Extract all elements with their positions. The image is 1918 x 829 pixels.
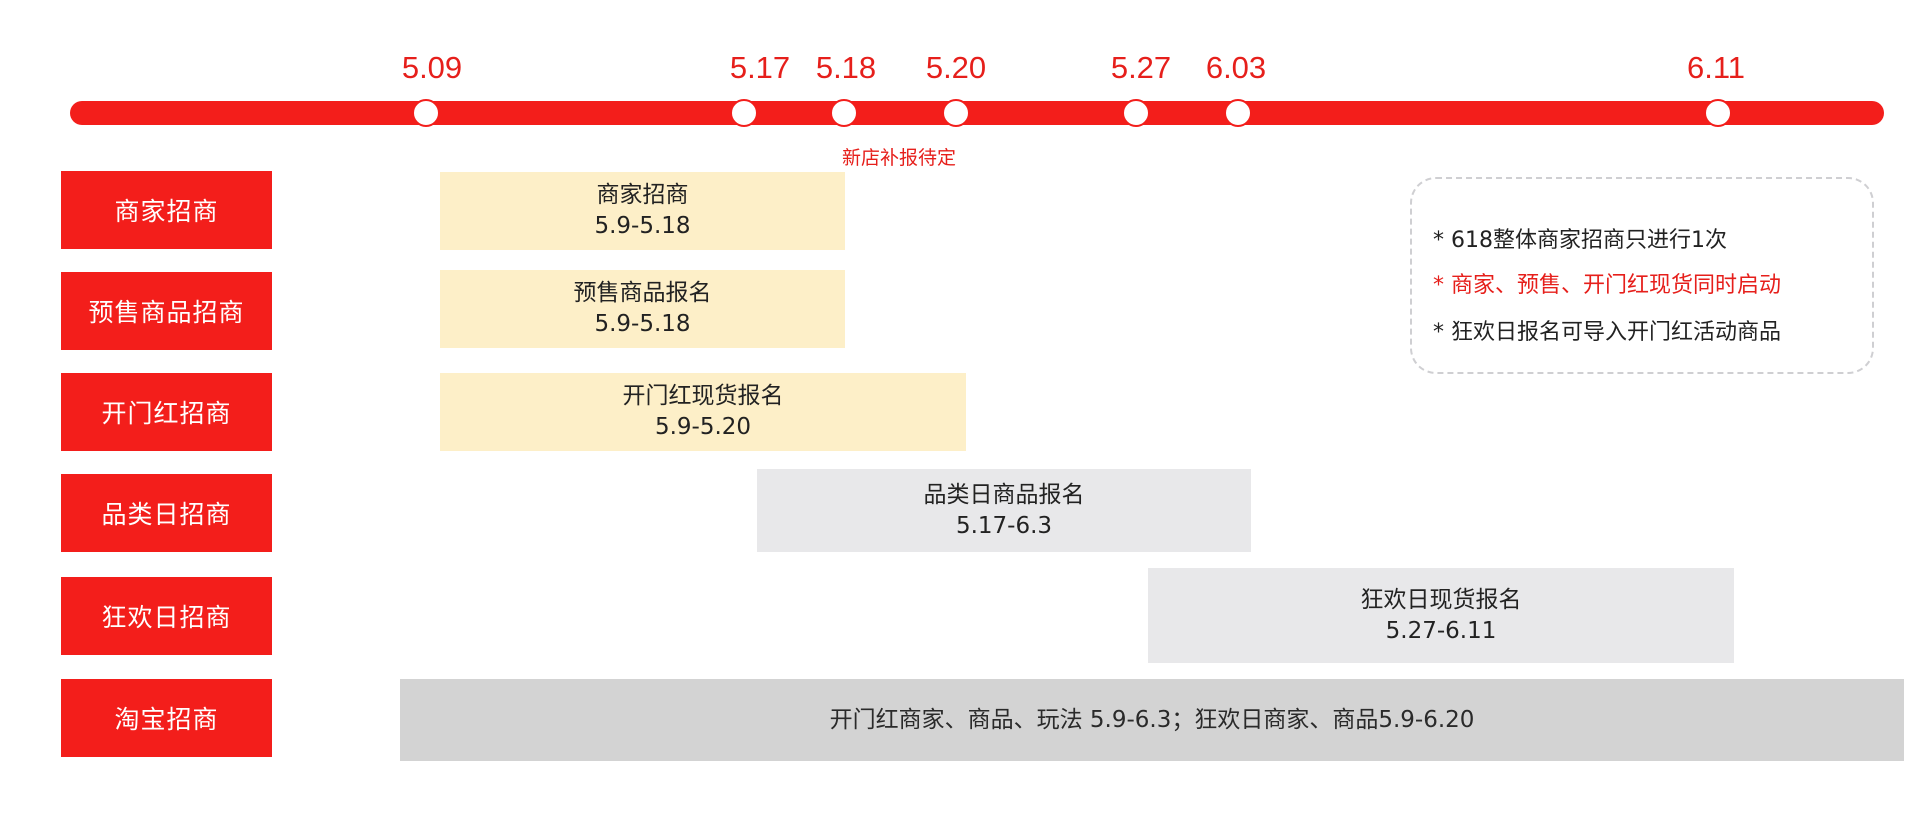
bar-dates: 5.9-5.18 bbox=[594, 213, 691, 239]
bar-title: 狂欢日现货报名 bbox=[1360, 586, 1522, 613]
gantt-bar-presale: 预售商品报名 5.9-5.18 bbox=[440, 270, 845, 348]
gantt-bar-kaimenhong: 开门红现货报名 5.9-5.20 bbox=[440, 373, 966, 451]
timeline-note: 新店补报待定 bbox=[842, 147, 957, 169]
bar-dates: 5.27-6.11 bbox=[1385, 617, 1497, 644]
bar-title: 预售商品报名 bbox=[573, 280, 712, 306]
timeline-date-label: 5.27 bbox=[1110, 50, 1172, 85]
gantt-bar-carnival-day: 狂欢日现货报名 5.27-6.11 bbox=[1148, 568, 1734, 663]
bar-dates: 5.17-6.3 bbox=[955, 512, 1053, 539]
timeline-dot bbox=[730, 99, 758, 127]
row-label-kaimenhong: 开门红招商 bbox=[61, 373, 272, 451]
timeline-date-label: 6.03 bbox=[1205, 50, 1267, 85]
row-label-merchant: 商家招商 bbox=[61, 171, 272, 249]
note-item: * 狂欢日报名可导入开门红活动商品 bbox=[1433, 320, 1781, 345]
timeline-dot bbox=[1224, 99, 1252, 127]
timeline-date-label: 5.09 bbox=[401, 50, 463, 85]
row-label-taobao: 淘宝招商 bbox=[61, 679, 272, 757]
timeline-date-label: 5.20 bbox=[925, 50, 987, 85]
timeline-dot bbox=[1704, 99, 1732, 127]
row-label-presale: 预售商品招商 bbox=[61, 272, 272, 350]
timeline-bar bbox=[70, 101, 1884, 125]
timeline-date-label: 6.11 bbox=[1686, 50, 1746, 85]
notes-box bbox=[1410, 177, 1874, 374]
timeline-dot bbox=[1122, 99, 1150, 127]
timeline-date-label: 5.17 bbox=[729, 50, 791, 85]
gantt-bar-category-day: 品类日商品报名 5.17-6.3 bbox=[757, 469, 1251, 552]
gantt-bar-merchant: 商家招商 5.9-5.18 bbox=[440, 172, 845, 250]
bar-title: 商家招商 bbox=[596, 182, 689, 208]
timeline-dot bbox=[412, 99, 440, 127]
bar-dates: 5.9-5.20 bbox=[654, 414, 752, 440]
timeline-dot bbox=[830, 99, 858, 127]
timeline-date-label: 5.18 bbox=[815, 50, 877, 85]
note-item-highlight: * 商家、预售、开门红现货同时启动 bbox=[1433, 273, 1781, 298]
gantt-bar-taobao: 开门红商家、商品、玩法 5.9-6.3；狂欢日商家、商品5.9-6.20 bbox=[400, 679, 1904, 761]
bar-title: 开门红商家、商品、玩法 5.9-6.3；狂欢日商家、商品5.9-6.20 bbox=[829, 706, 1475, 733]
row-label-category-day: 品类日招商 bbox=[61, 474, 272, 552]
timeline-dot bbox=[942, 99, 970, 127]
bar-title: 品类日商品报名 bbox=[923, 481, 1085, 508]
bar-title: 开门红现货报名 bbox=[622, 383, 784, 409]
bar-dates: 5.9-5.18 bbox=[594, 311, 691, 337]
row-label-carnival-day: 狂欢日招商 bbox=[61, 577, 272, 655]
note-item: * 618整体商家招商只进行1次 bbox=[1433, 228, 1727, 253]
